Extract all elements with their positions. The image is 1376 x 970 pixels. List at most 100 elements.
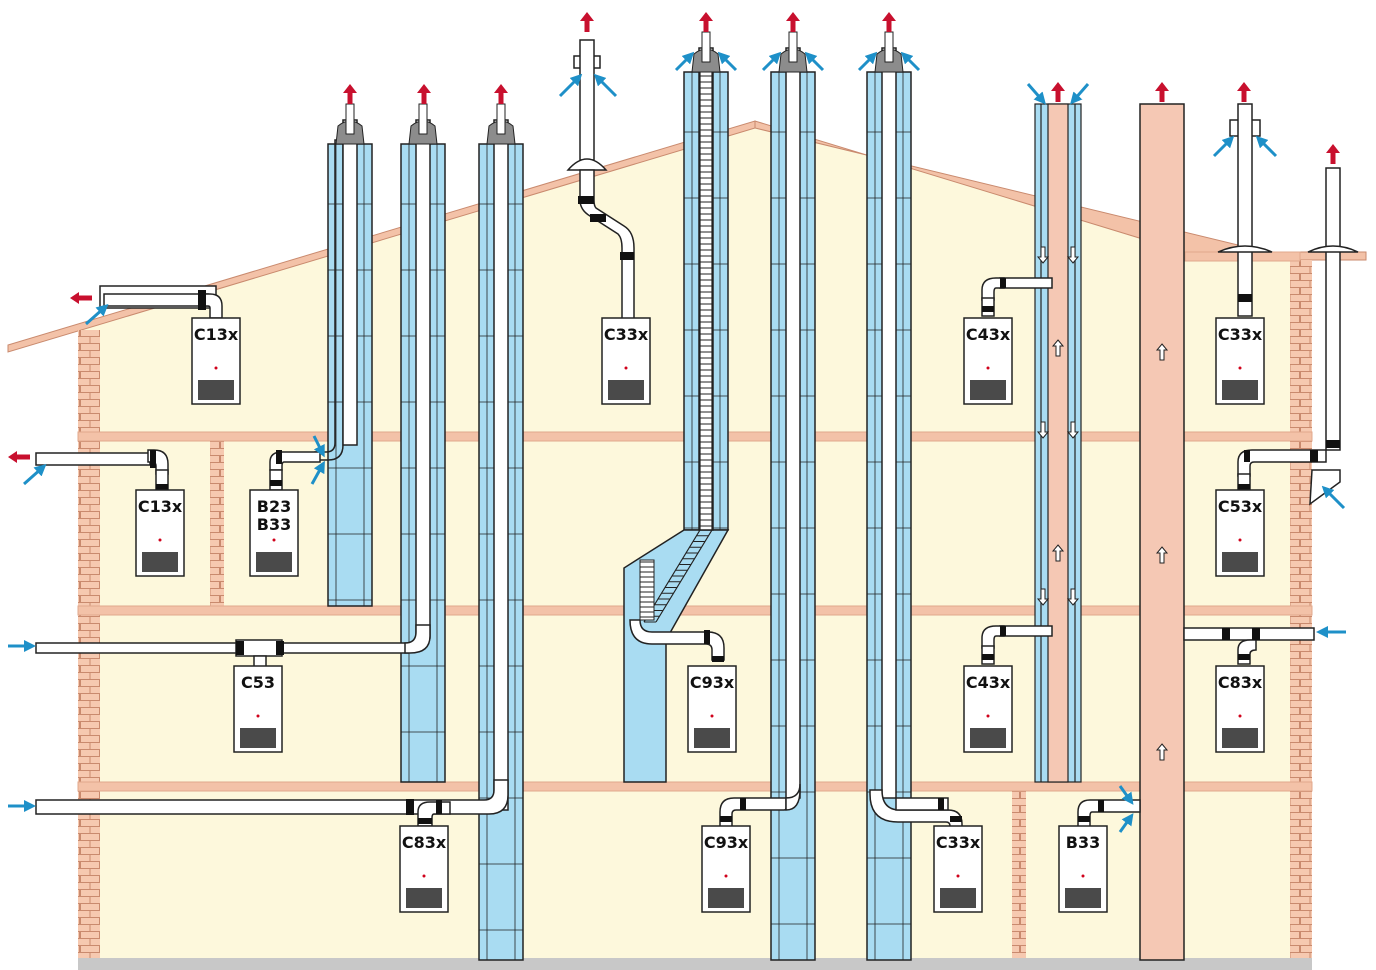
intake-arrow-icon	[312, 435, 325, 458]
boiler-indicator-light	[1238, 714, 1242, 718]
boiler-indicator-light	[256, 714, 260, 718]
c33-lower-duct	[895, 797, 949, 811]
boiler-type-label: C13x	[138, 497, 183, 516]
roof-right	[754, 120, 1367, 261]
boiler-unit: C13x	[135, 489, 185, 577]
boiler-type-label: C13x	[194, 325, 239, 344]
boiler-control-panel	[970, 728, 1006, 748]
boiler-control-panel	[240, 728, 276, 748]
boiler-control-panel	[940, 888, 976, 908]
hollow-down-arrow-icon	[1066, 588, 1080, 606]
c53-bend	[404, 624, 431, 654]
liner-pipe	[415, 119, 431, 639]
hollow-up-arrow-icon	[1051, 339, 1065, 357]
intake-arrow-icon	[1212, 135, 1235, 158]
boiler-control-panel	[1065, 888, 1101, 908]
exhaust-arrow-icon	[417, 84, 431, 104]
intake-arrow-icon	[804, 51, 825, 72]
exhaust-arrows	[8, 12, 1340, 463]
hollow-down-arrow-icon	[1036, 588, 1050, 606]
hollow-up-arrow-icon	[1155, 546, 1169, 564]
intake-arrow-icon	[558, 73, 583, 98]
c43-inner-flue	[1047, 103, 1069, 783]
liner-pipe	[881, 47, 897, 799]
boiler-type-label: C93x	[690, 673, 735, 692]
boiler-unit: C53	[233, 665, 283, 753]
boiler-unit: C83x	[1215, 665, 1265, 753]
c33-roof-pipe	[579, 39, 595, 161]
boiler-control-panel	[1222, 552, 1258, 572]
intake-arrow-icon	[310, 460, 325, 485]
boiler-unit: C33x	[601, 317, 651, 405]
boiler-control-panel	[1222, 380, 1258, 400]
c13-roof-duct	[103, 293, 209, 307]
exhaust-arrow-icon	[1155, 82, 1169, 102]
boiler-unit: B33	[1058, 825, 1108, 913]
intake-arrow-icon	[1118, 785, 1134, 805]
boiler-indicator-light	[710, 714, 714, 718]
intake-arrow-icon	[1255, 135, 1278, 158]
hollow-down-arrow-icon	[1036, 421, 1050, 439]
boiler-unit: C33x	[933, 825, 983, 913]
boiler-indicator-light	[158, 538, 162, 542]
intake-arrow-icon	[1026, 83, 1046, 105]
boiler-unit: C33x	[1215, 317, 1265, 405]
boiler-type-label: C53x	[1218, 497, 1263, 516]
boiler-unit: C13x	[191, 317, 241, 405]
boiler-type-label: C53	[241, 673, 275, 692]
inner-brick-column-2	[1012, 790, 1026, 960]
boiler-type-label: C33x	[936, 833, 981, 852]
c53x-flashing	[1307, 245, 1359, 253]
boiler-type-label: C93x	[704, 833, 749, 852]
intake-arrows	[8, 51, 1346, 833]
hollow-down-arrow-icon	[1036, 246, 1050, 264]
c53-duct	[35, 642, 249, 654]
boiler-type-label: C83x	[402, 833, 447, 852]
c93-lower-bend	[785, 783, 801, 811]
c33-right-flashing	[1217, 245, 1273, 253]
boiler-indicator-light	[422, 874, 426, 878]
liner-pipe	[342, 119, 358, 446]
boiler-control-panel	[198, 380, 234, 400]
intake-arrow-icon	[1118, 813, 1134, 833]
boiler-control-panel	[694, 728, 730, 748]
intake-arrow-icon	[900, 51, 921, 72]
exhaust-arrow-icon	[1326, 144, 1340, 164]
intake-arrow-icon	[23, 464, 47, 486]
cap-liners	[345, 31, 894, 135]
boiler-control-panel	[1222, 728, 1258, 748]
boiler-type-label: C43x	[966, 325, 1011, 344]
boiler-type-label: C33x	[604, 325, 649, 344]
exhaust-arrow-icon	[699, 12, 713, 32]
c33-roof-flashing	[566, 158, 608, 171]
boiler-unit: C83x	[399, 825, 449, 913]
boiler-type-label: C43x	[966, 673, 1011, 692]
pipe-couplings	[150, 196, 1340, 824]
hollow-down-arrow-icon	[1066, 421, 1080, 439]
c43-duct	[999, 277, 1053, 289]
boiler-indicator-light	[1238, 538, 1242, 542]
intake-arrow-icon	[857, 51, 878, 72]
intake-arrow-icon	[1070, 83, 1090, 105]
hollow-up-arrow-icon	[1155, 743, 1169, 761]
liner-pipe	[785, 47, 801, 799]
c33-right-pipe	[1237, 103, 1253, 317]
intake-arrow-icon	[717, 51, 738, 72]
draft-arrows	[1036, 246, 1169, 761]
intake-arrow-icon	[85, 304, 109, 326]
boiler-type-label: B23	[257, 497, 291, 516]
boiler-unit: C93x	[687, 665, 737, 753]
boiler-control-panel	[970, 380, 1006, 400]
c53x-bend	[1237, 449, 1327, 477]
floor-slab	[77, 605, 1313, 616]
c83-right-duct	[1183, 627, 1315, 641]
boiler-type-label: B33	[257, 515, 291, 534]
inner-brick-column-1	[210, 440, 224, 607]
boiler-unit: C43x	[963, 317, 1013, 405]
boiler-control-panel	[708, 888, 744, 908]
hollow-up-arrow-icon	[1051, 544, 1065, 562]
boiler-control-panel	[142, 552, 178, 572]
exhaust-arrow-icon	[70, 292, 92, 304]
